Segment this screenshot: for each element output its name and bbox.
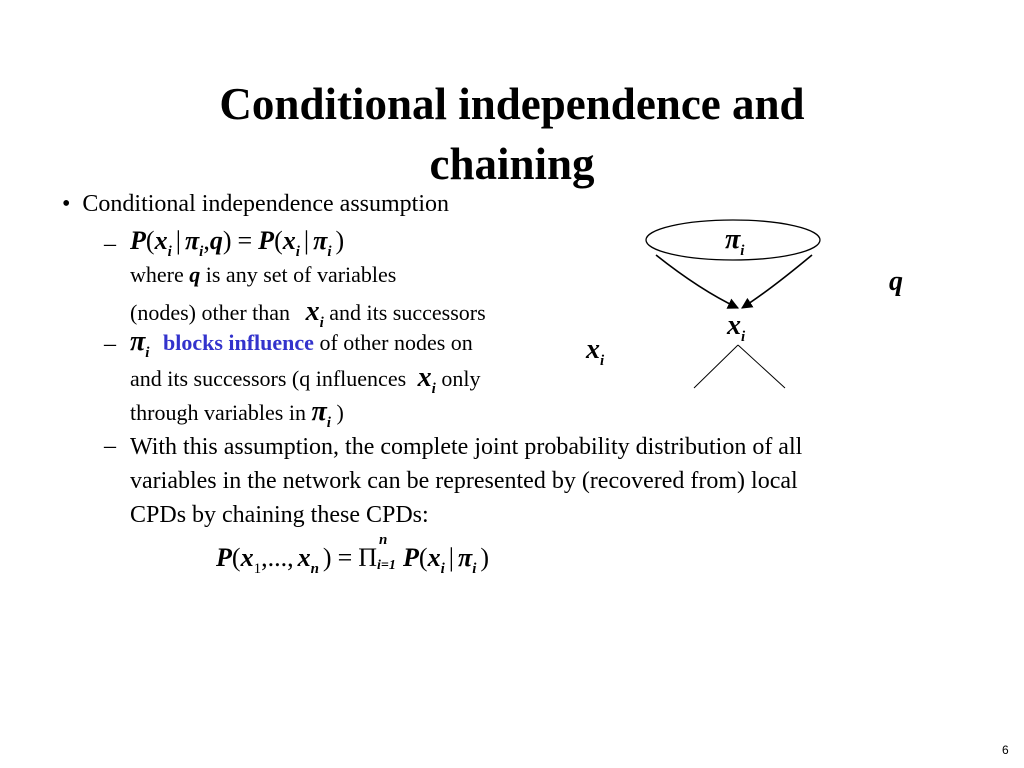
cf-xn-sub: n bbox=[310, 561, 319, 577]
through-line: through variables in πi ) bbox=[130, 396, 344, 431]
nodes-rest: and its successors bbox=[329, 300, 486, 325]
bullet-marker: • bbox=[62, 191, 71, 217]
diagram-q: q bbox=[889, 266, 903, 297]
page-number: 6 bbox=[1002, 743, 1009, 757]
f1-eq: = bbox=[237, 226, 253, 255]
f1-pi-i: i bbox=[199, 244, 204, 260]
f1-comma: , bbox=[203, 226, 210, 255]
diagram-pi: π bbox=[725, 224, 741, 255]
f1-q: q bbox=[209, 226, 223, 255]
diagram-x-label: xi bbox=[727, 310, 746, 345]
cf-sup-n: n bbox=[379, 532, 388, 548]
where-rest: is any set of variables bbox=[205, 262, 397, 287]
cf-x1-sub: 1 bbox=[253, 561, 262, 577]
f1-P: P bbox=[130, 226, 146, 255]
assumption-line-3: CPDs by chaining these CPDs: bbox=[130, 502, 429, 528]
assumption-paragraph: With this assumption, the complete joint… bbox=[130, 430, 802, 532]
f1-pi2: π bbox=[313, 226, 328, 255]
f1-close: ) bbox=[222, 226, 232, 255]
where-prefix: where bbox=[130, 262, 184, 287]
child-edge-right bbox=[737, 344, 786, 389]
cf-eq: = bbox=[337, 543, 353, 572]
cf-P2: P bbox=[403, 543, 419, 572]
where-q: q bbox=[189, 262, 201, 287]
nodes-i: i bbox=[319, 315, 324, 331]
dash-3: – bbox=[104, 433, 116, 459]
cf-xn: x bbox=[297, 543, 311, 572]
blocks-pi: π bbox=[130, 326, 146, 357]
nodes-line: (nodes) other than xi and its successors bbox=[130, 296, 486, 331]
side-x-sub: i bbox=[600, 353, 605, 369]
diagram-pi-sub: i bbox=[740, 243, 745, 259]
formula-conditional-independence: P(xi|πi,q)=P(xi|πi) bbox=[130, 226, 345, 260]
f1-open: ( bbox=[145, 226, 155, 255]
title-line-1: Conditional independence and bbox=[219, 79, 805, 129]
cf-P: P bbox=[216, 543, 232, 572]
slide-title: Conditional independence and chaining bbox=[0, 74, 1024, 194]
assumption-line-2: variables in the network can be represen… bbox=[130, 468, 798, 494]
diagram-pi-label: πi bbox=[725, 224, 745, 259]
cf-pi: π bbox=[457, 543, 473, 572]
f1-bar: | bbox=[175, 226, 181, 255]
succ-text: and its successors (q influences bbox=[130, 366, 407, 391]
cf-bar: | bbox=[448, 543, 454, 572]
cf-open: ( bbox=[231, 543, 241, 572]
child-edge-left bbox=[693, 344, 739, 389]
blocks-line: πi blocks influence of other nodes on bbox=[130, 326, 473, 361]
diagram-x: x bbox=[727, 310, 741, 341]
cf-pi-i: i bbox=[472, 561, 477, 577]
parents-ellipse bbox=[645, 219, 821, 261]
f1-open2: ( bbox=[274, 226, 283, 255]
successors-line: and its successors (q influences xi only bbox=[130, 362, 481, 397]
f1-i: i bbox=[167, 244, 172, 260]
f1-P2: P bbox=[258, 226, 275, 255]
cf-x-i: i bbox=[440, 561, 445, 577]
diagram-q-label: q bbox=[889, 266, 903, 298]
cf-close2: ) bbox=[480, 543, 490, 572]
through-text: through variables in bbox=[130, 400, 306, 425]
blocks-influence-label: blocks influence bbox=[162, 330, 314, 355]
cf-dots: ,..., bbox=[261, 543, 294, 572]
blocks-rest: of other nodes on bbox=[319, 330, 473, 355]
where-line: where q is any set of variables bbox=[130, 262, 396, 288]
f1-x: x bbox=[154, 226, 168, 255]
f1-x2-i: i bbox=[295, 244, 300, 260]
cf-open2: ( bbox=[418, 543, 428, 572]
dash-1: – bbox=[104, 231, 116, 257]
through-close: ) bbox=[336, 400, 344, 425]
f1-pi2-i: i bbox=[327, 244, 332, 260]
f1-bar2: | bbox=[303, 226, 310, 255]
cf-sub-i1: i=1 bbox=[377, 558, 396, 573]
nodes-x: x bbox=[305, 296, 320, 327]
assumption-line-1: With this assumption, the complete joint… bbox=[130, 434, 803, 460]
cf-close: ) bbox=[322, 543, 332, 572]
nodes-text: (nodes) other than bbox=[130, 300, 291, 325]
diagram-x-sub: i bbox=[741, 329, 746, 345]
dash-2: – bbox=[104, 331, 116, 357]
through-pi-i: i bbox=[326, 415, 331, 431]
title-line-2: chaining bbox=[429, 139, 595, 189]
arrow-right bbox=[741, 254, 813, 309]
f1-close2: ) bbox=[335, 226, 345, 255]
side-x: x bbox=[586, 334, 600, 365]
arrow-left bbox=[655, 254, 740, 309]
cf-x: x bbox=[427, 543, 441, 572]
main-bullet-text: Conditional independence assumption bbox=[82, 191, 450, 217]
f1-pi: π bbox=[184, 226, 200, 255]
succ-rest: only bbox=[441, 366, 481, 391]
cf-product-limits: n i=1 bbox=[377, 532, 403, 573]
cf-x1: x bbox=[240, 543, 254, 572]
main-bullet: • Conditional independence assumption bbox=[62, 190, 449, 218]
f1-x2: x bbox=[282, 226, 296, 255]
cf-product: Π bbox=[358, 543, 378, 572]
succ-x: x bbox=[417, 362, 432, 393]
succ-i: i bbox=[431, 381, 436, 397]
side-x-label: xi bbox=[586, 334, 605, 369]
through-pi: π bbox=[311, 396, 327, 427]
blocks-pi-i: i bbox=[145, 345, 150, 361]
